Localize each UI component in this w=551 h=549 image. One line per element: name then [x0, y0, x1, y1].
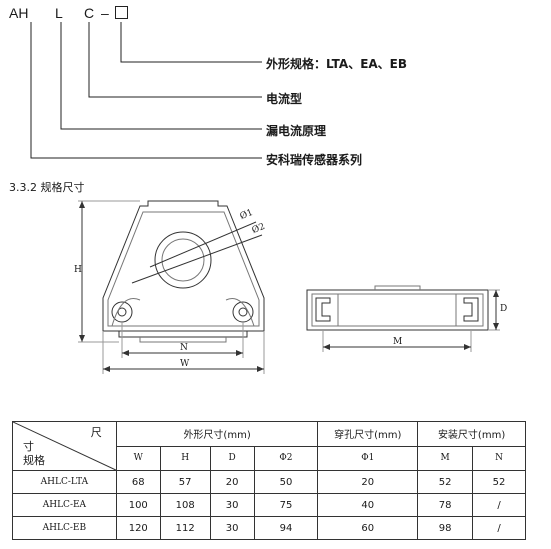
cell-n: / — [472, 493, 526, 517]
subheader-n: N — [472, 445, 526, 471]
dim-label-n: N — [180, 343, 188, 353]
code-part-ah: AH — [9, 5, 29, 21]
subheader-h: H — [159, 445, 211, 471]
corner-diagonal — [13, 422, 116, 470]
header-outer-size: 外形尺寸(mm) — [115, 421, 319, 447]
corner-label-top: 尺 — [90, 426, 102, 439]
cell-phi1: 60 — [317, 516, 419, 540]
subheader-d: D — [209, 445, 255, 471]
label-current-type: 电流型 — [266, 92, 303, 106]
cell-h: 57 — [159, 470, 211, 494]
cell-phi1: 20 — [317, 470, 419, 494]
cell-w: 120 — [115, 516, 161, 540]
label-sensor-series: 安科瑞传感器系列 — [266, 153, 363, 167]
hole-inner — [161, 238, 205, 282]
cell-h: 112 — [159, 516, 211, 540]
cell-n: / — [472, 516, 526, 540]
cell-m: 52 — [417, 470, 474, 494]
spec-table: 尺 寸 规格 外形尺寸(mm) 穿孔尺寸(mm) 安装尺寸(mm) W H D … — [12, 421, 526, 540]
table-row: AHLC-LTA 68 57 20 50 20 52 52 — [12, 470, 526, 494]
cell-phi2: 94 — [253, 516, 319, 540]
code-dash: – — [101, 5, 109, 21]
table-row: AHLC-EB 120 112 30 94 60 98 / — [12, 516, 526, 540]
dim-label-w: W — [180, 359, 190, 369]
code-placeholder-box — [115, 6, 128, 19]
cell-h: 108 — [159, 493, 211, 517]
table-corner-cell: 尺 寸 规格 — [12, 421, 117, 471]
cell-model: AHLC-LTA — [12, 470, 117, 494]
cell-d: 20 — [209, 470, 255, 494]
table-row: AHLC-EA 100 108 30 75 40 78 / — [12, 493, 526, 517]
label-outer-size: 外形规格：LTA、EA、EB — [266, 57, 408, 71]
sensor-front-outline — [102, 200, 265, 332]
hole-outer — [154, 231, 212, 289]
subheader-w: W — [115, 445, 161, 471]
cell-m: 98 — [417, 516, 474, 540]
dim-label-d: D — [500, 304, 508, 314]
table-subheader-row: W H D Φ2 Φ1 M N — [13, 445, 526, 471]
dim-label-h: H — [74, 265, 82, 275]
cell-w: 100 — [115, 493, 161, 517]
header-hole-size: 穿孔尺寸(mm) — [317, 421, 419, 447]
code-part-c: C — [84, 5, 95, 21]
cell-phi1: 40 — [317, 493, 419, 517]
corner-label-bottom: 规格 — [23, 454, 45, 467]
cell-phi2: 75 — [253, 493, 319, 517]
table-header-row: 尺 寸 规格 外形尺寸(mm) 穿孔尺寸(mm) 安装尺寸(mm) — [12, 421, 526, 471]
dim-label-m: M — [393, 337, 403, 347]
cell-m: 78 — [417, 493, 474, 517]
cell-w: 68 — [115, 470, 161, 494]
cell-n: 52 — [472, 470, 526, 494]
section-title: 3.3.2 规格尺寸 — [9, 181, 85, 194]
corner-label-mid: 寸 — [23, 440, 34, 453]
subheader-m: M — [417, 445, 474, 471]
code-part-l: L — [55, 5, 63, 21]
cell-d: 30 — [209, 493, 255, 517]
cell-phi2: 50 — [253, 470, 319, 494]
cell-d: 30 — [209, 516, 255, 540]
subheader-phi1: Φ1 — [317, 445, 419, 471]
header-mount-size: 安装尺寸(mm) — [417, 421, 526, 447]
label-leakage-principle: 漏电流原理 — [266, 124, 327, 138]
cell-model: AHLC-EA — [12, 493, 117, 517]
sensor-side-outline — [306, 289, 489, 331]
cell-model: AHLC-EB — [12, 516, 117, 540]
subheader-phi2: Φ2 — [253, 445, 319, 471]
